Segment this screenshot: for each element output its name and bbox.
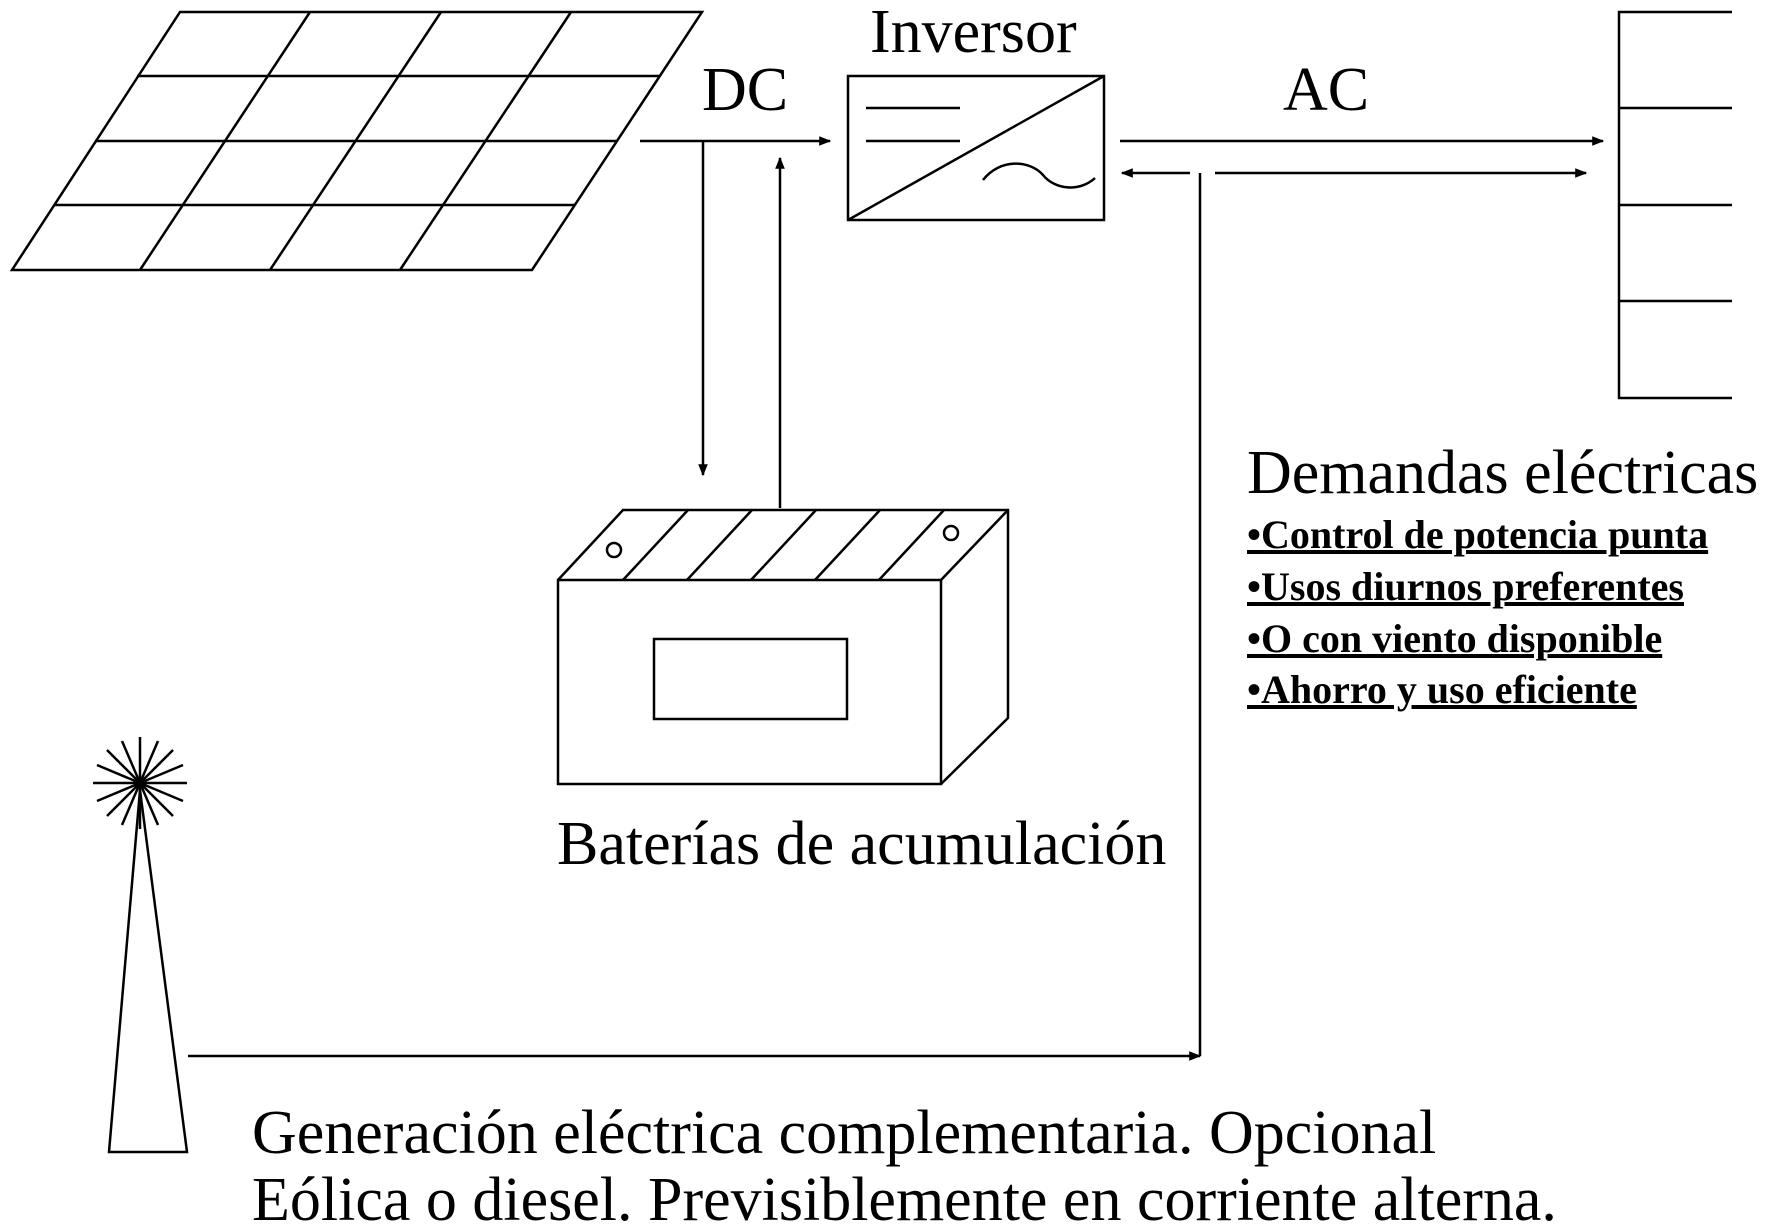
battery-label: Baterías de acumulación [557, 810, 1166, 878]
wind-generator-icon [93, 737, 189, 1154]
demand-item: •Usos diurnos preferentes [1247, 564, 1684, 609]
electrical-loads-icon [1617, 10, 1732, 400]
demand-title: Demandas eléctricas [1247, 439, 1758, 507]
dc-label: DC [702, 56, 788, 124]
solar-panel-icon [9, 10, 705, 272]
inverter-label: Inversor [870, 0, 1077, 66]
inverter-icon [846, 74, 1106, 222]
battery-icon [556, 508, 1010, 786]
demand-item: •O con viento disponible [1247, 616, 1662, 661]
demand-item: •Control de potencia punta [1247, 512, 1708, 557]
demand-item: •Ahorro y uso eficiente [1247, 667, 1637, 712]
ac-label: AC [1283, 56, 1369, 124]
generation-label-line1: Generación eléctrica complementaria. Opc… [252, 1099, 1436, 1167]
generation-label-line2: Eólica o diesel. Previsiblemente en corr… [252, 1166, 1557, 1229]
